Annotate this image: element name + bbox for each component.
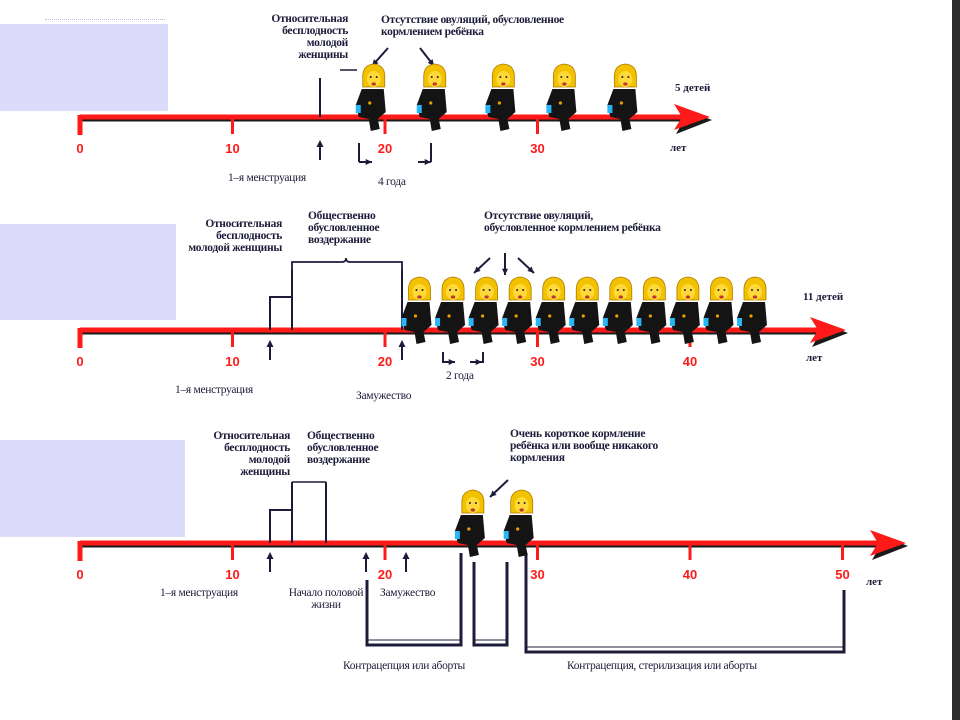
t1-children-count: 5 детей: [675, 82, 711, 94]
t3-short-lactation-label: Очень короткое кормление ребёнка или воо…: [510, 428, 658, 464]
t3-contraception-early-label: Контрацепция или аборты: [343, 660, 465, 672]
t2-child-figure-9: [669, 276, 700, 344]
t3-contraception-early-bracket-1: [365, 553, 463, 647]
t1-child-figure-4: [546, 63, 577, 131]
t2-interval-arrow-l-head: [448, 358, 455, 366]
t2-arrowhead: [810, 317, 846, 343]
dotted-divider: [45, 19, 165, 20]
t3-sexual-debut-label: Начало половой жизни: [288, 587, 364, 611]
t2-menarche-arrow-head: [266, 340, 274, 347]
t3-contraception-late-bracket: [524, 553, 846, 654]
t2-child-figure-11: [737, 276, 767, 344]
t1-interval-label: 4 года: [378, 176, 406, 188]
t1-tick-label-0: 0: [76, 141, 84, 156]
t3-child-figure-2: [503, 489, 534, 557]
t2-interval-arrow-r-head: [475, 358, 482, 366]
t2-child-figure-6: [569, 276, 600, 344]
t1-child-figure-5: [607, 63, 638, 131]
t2-child-figure-7: [602, 276, 633, 344]
t3-tick-label-50: 50: [835, 567, 850, 582]
t1-infertility-label: Относительная бесплодность молодой женщи…: [271, 13, 348, 61]
t3-tick-label-30: 30: [530, 567, 545, 582]
t2-marriage-label: Замужество: [356, 390, 412, 402]
t2-infertility-label: Относительная бесплодность молодой женщи…: [188, 218, 282, 254]
t2-marriage-arrow-head: [398, 340, 406, 347]
t1-interval-arrow-r-head: [424, 158, 431, 166]
t3-infertility-bracket: [269, 509, 293, 543]
t2-lactation-arrow-2-head: [501, 268, 509, 275]
t2-lactation-label: Отсутствие овуляций, обусловленное кормл…: [484, 210, 661, 234]
t2-child-figure-8: [636, 276, 667, 344]
t3-unit-label: лет: [866, 576, 883, 588]
t2-child-figure-4: [502, 276, 533, 344]
t2-child-figure-1: [401, 276, 432, 344]
t2-child-figure-5: [535, 276, 566, 344]
t2-child-figure-10: [703, 276, 734, 344]
t2-abstinence-label: Общественно обусловленное воздержание: [308, 210, 380, 246]
t1-tick-label-10: 10: [225, 141, 240, 156]
t1-child-figure-3: [485, 63, 516, 131]
t1-lactation-label: Отсутствие овуляций, обусловленное кормл…: [381, 14, 564, 38]
t1-child-figure-1: [355, 63, 386, 131]
t3-marriage-arrow-head: [402, 552, 410, 559]
t2-children-count: 11 детей: [803, 291, 844, 303]
t3-child-figure-1: [454, 489, 485, 557]
t2-tick-label-40: 40: [682, 354, 698, 369]
t3-abstinence-label: Общественно обусловленное воздержание: [307, 430, 379, 466]
t2-tick-label-10: 10: [225, 354, 240, 369]
t1-tick-label-20: 20: [377, 141, 393, 156]
t1-menarche-arrow-head: [316, 140, 324, 147]
t1-tick-label-30: 30: [530, 141, 545, 156]
t3-tick-label-20: 20: [377, 567, 393, 582]
t3-contraception-late-label: Контрацепция, стерилизация или аборты: [567, 660, 757, 672]
t2-child-figure-2: [435, 276, 466, 344]
t2-infertility-bracket: [269, 296, 293, 330]
t2-tick-label-0: 0: [76, 354, 84, 369]
t2-lactation-arrow-3-head: [527, 266, 534, 273]
t3-tick-label-40: 40: [682, 567, 698, 582]
t1-unit-label: лет: [670, 142, 687, 154]
t3-arrowhead: [870, 530, 906, 556]
t1-menarche-label: 1–я менструация: [228, 172, 306, 184]
t2-lactation-arrow-1-head: [474, 266, 481, 273]
t3-infertility-label: Относительная бесплодность молодой женщи…: [213, 430, 290, 478]
t3-tick-label-0: 0: [76, 567, 84, 582]
t2-abstinence-brace: [291, 257, 403, 270]
t3-marriage-label: Замужество: [380, 587, 436, 599]
t3-contraception-early-bracket-2: [472, 562, 509, 647]
t3-short-lactation-arrow-head: [490, 490, 497, 497]
placeholder-box-1: [0, 24, 168, 111]
t2-tick-label-20: 20: [377, 354, 393, 369]
t3-tick-label-10: 10: [225, 567, 240, 582]
t2-unit-label: лет: [806, 352, 823, 364]
t1-interval-arrow-l-head: [365, 158, 372, 166]
t2-menarche-label: 1–я менструация: [175, 384, 253, 396]
t3-menarche-arrow-head: [266, 552, 274, 559]
t3-sexual-debut-arrow-head: [362, 552, 370, 559]
right-edge-bar: [952, 0, 960, 720]
t3-menarche-label: 1–я менструация: [160, 587, 238, 599]
t2-tick-label-30: 30: [530, 354, 545, 369]
t2-interval-label: 2 года: [446, 370, 474, 382]
placeholder-box-2: [0, 224, 176, 320]
t2-child-figure-3: [468, 276, 499, 344]
t1-child-figure-2: [416, 63, 447, 131]
placeholder-box-3: [0, 440, 185, 537]
t1-arrowhead: [674, 104, 710, 130]
